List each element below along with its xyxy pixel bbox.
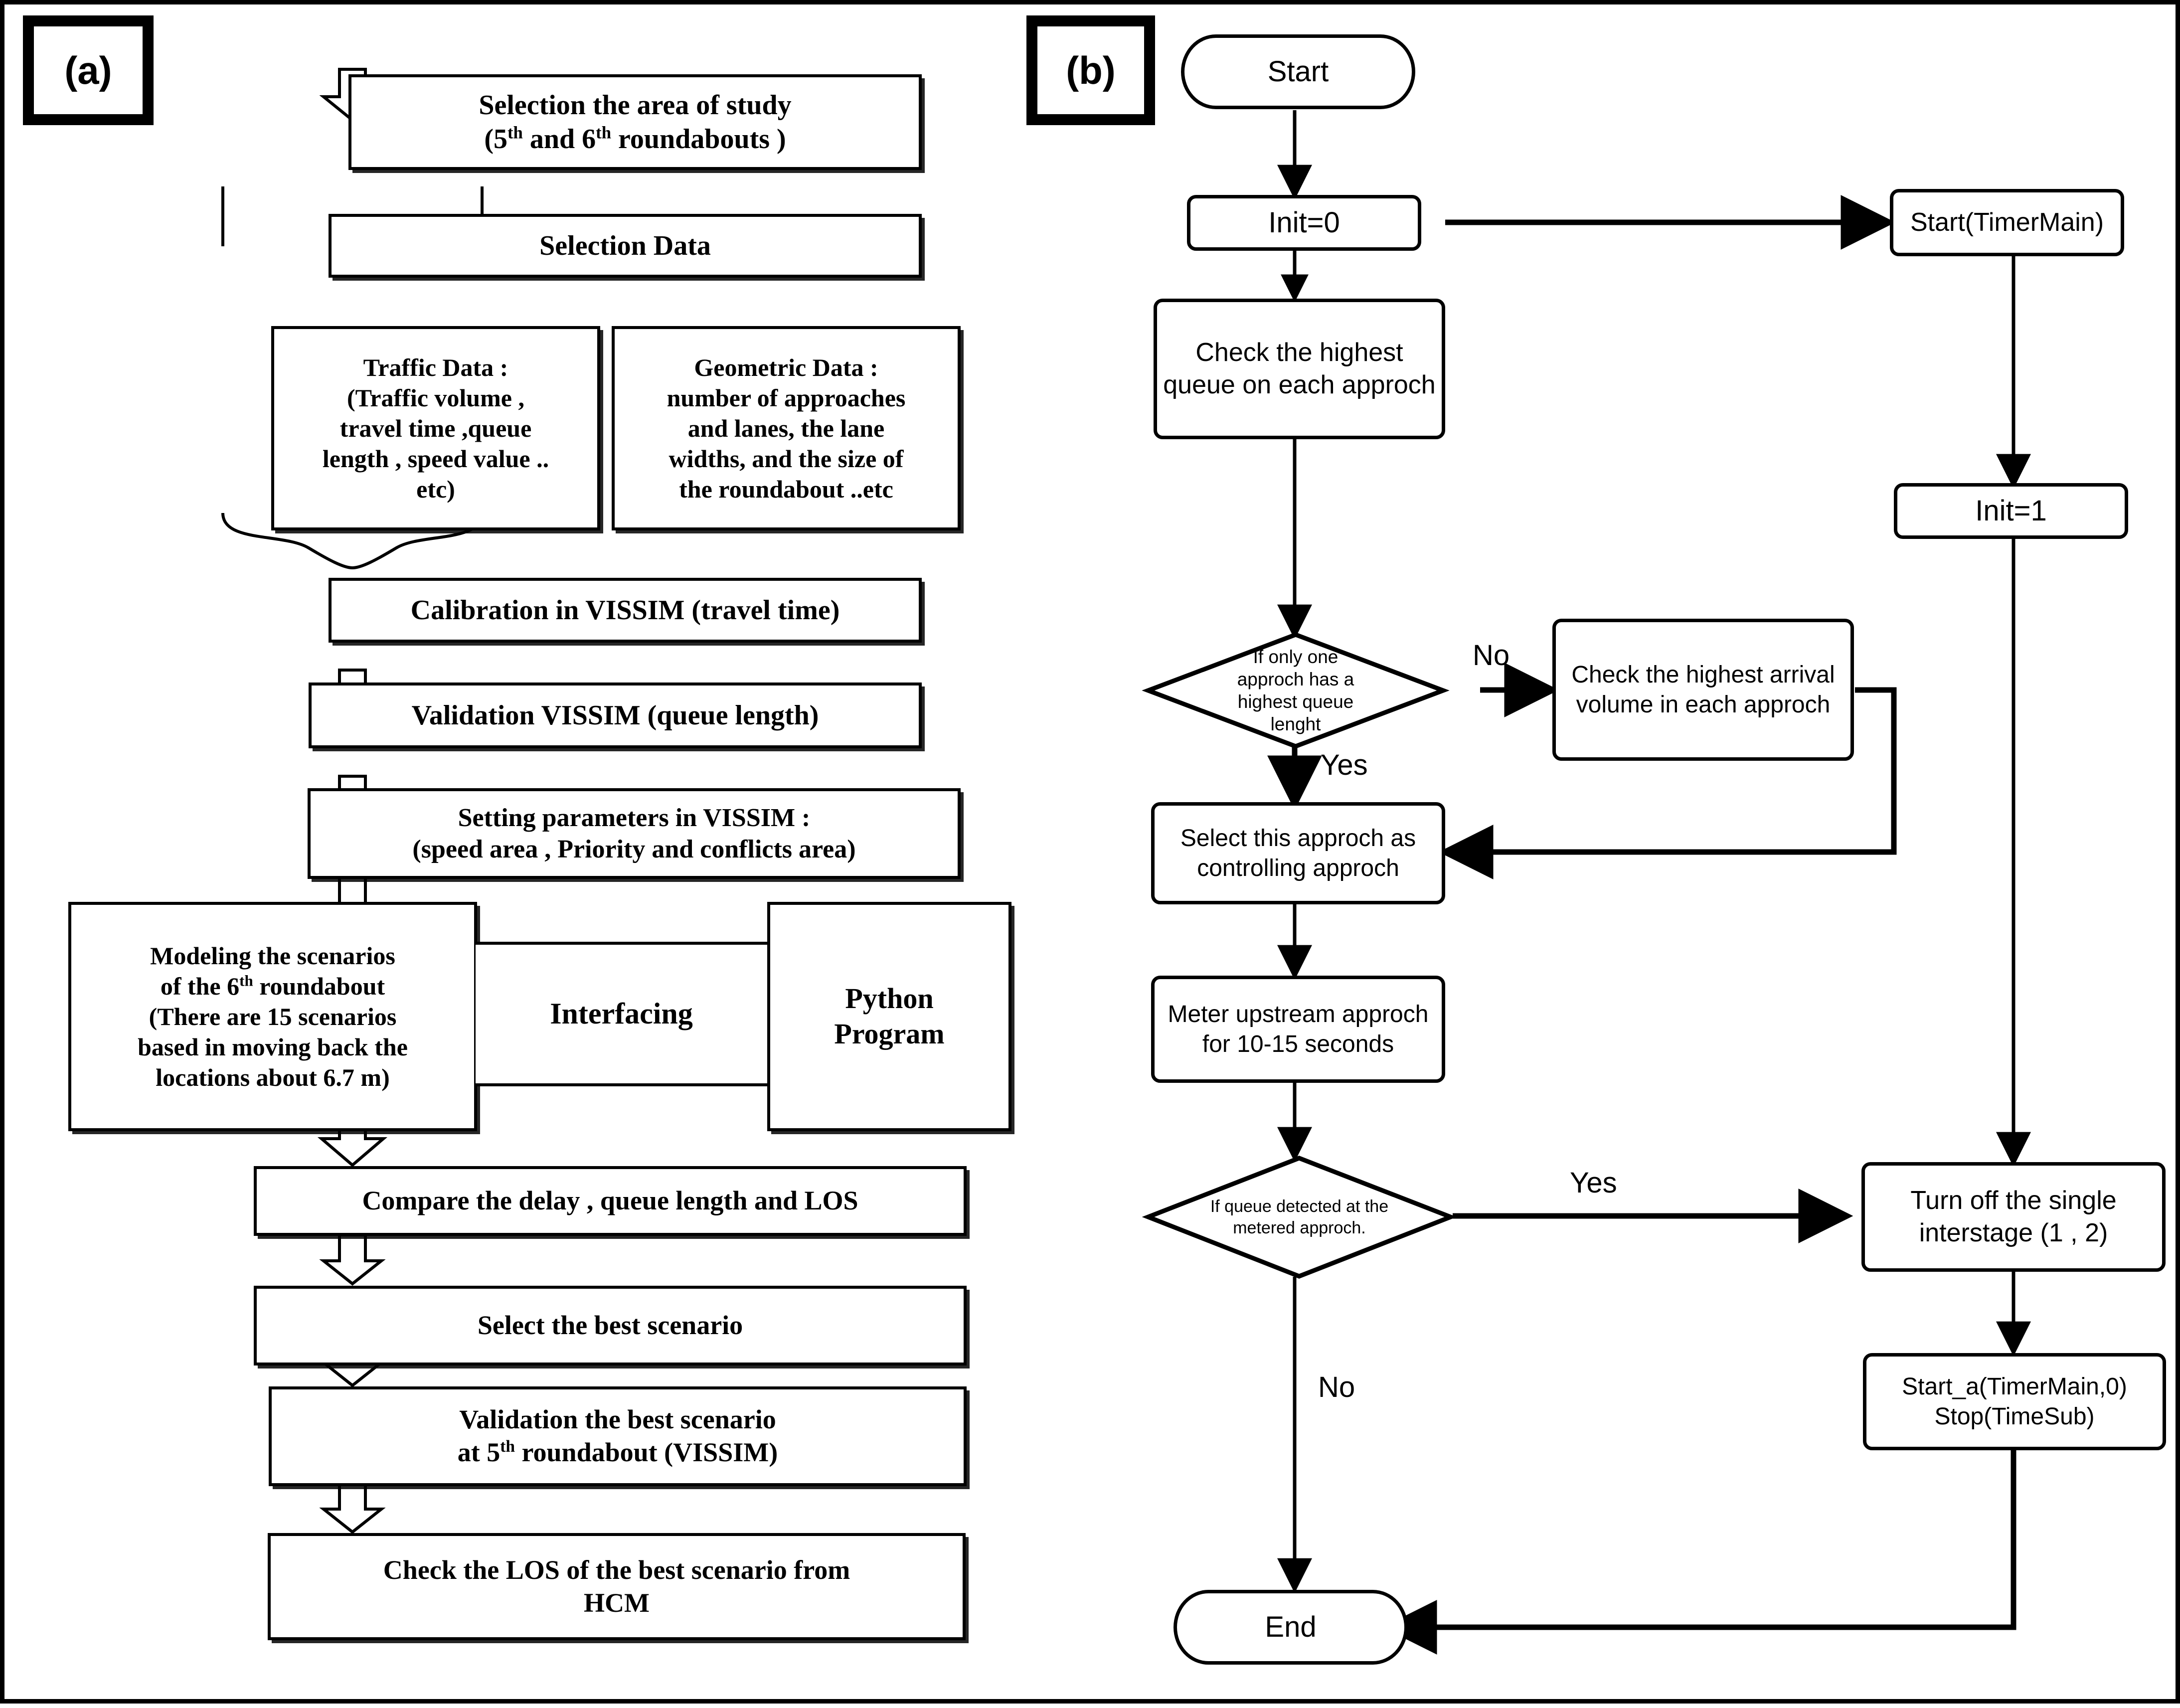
node-python-program: Python Program (767, 902, 1011, 1131)
node-init0: Init=0 (1187, 195, 1421, 251)
node-start-timermain: Start(TimerMain) (1890, 189, 2124, 256)
panel-b-label: (b) (1066, 48, 1116, 92)
node-line: at 5th roundabout (VISSIM) (457, 1437, 778, 1467)
node-turn-off-interstage: Turn off the single interstage (1 , 2) (1861, 1162, 2166, 1272)
diamond-shape (1142, 632, 1450, 749)
node-geometric-data: Geometric Data : number of approaches an… (612, 326, 961, 530)
node-line: Interfacing (550, 997, 693, 1030)
node-line: Geometric Data : (694, 353, 878, 381)
node-line: approch has a (1237, 669, 1354, 689)
node-line: (speed area , Priority and conflicts are… (412, 835, 856, 863)
node-line: on each approch (1242, 370, 1436, 399)
node-validation: Validation VISSIM (queue length) (309, 683, 922, 748)
node-line: Setting parameters in VISSIM : (458, 803, 811, 832)
node-line: Selection Data (539, 230, 711, 261)
node-line: metered approch. (1233, 1218, 1366, 1237)
node-line: Start(TimerMain) (1910, 208, 2104, 237)
node-line: travel time ,queue (339, 414, 532, 442)
node-interfacing: Interfacing (476, 942, 767, 1086)
node-line: Start_a(TimerMain,0) (1902, 1373, 2127, 1400)
node-init1: Init=1 (1894, 483, 2128, 539)
node-line: HCM (584, 1587, 650, 1618)
node-decision-queue-metered: If queue detected at the metered approch… (1142, 1156, 1457, 1279)
node-check-los-hcm: Check the LOS of the best scenario from … (268, 1533, 966, 1640)
node-line: Init=0 (1268, 206, 1340, 239)
node-line: Calibration in VISSIM (travel time) (410, 594, 840, 626)
node-line: If only one (1253, 646, 1339, 667)
node-selection-area: Selection the area of study (5th and 6th… (348, 74, 922, 170)
panel-a-badge: (a) (23, 15, 154, 125)
node-calibration: Calibration in VISSIM (travel time) (329, 578, 922, 643)
edge-label-yes-metered: Yes (1570, 1167, 1617, 1199)
node-line: If queue detected at the (1210, 1197, 1389, 1216)
node-line: of the 6th roundabout (160, 971, 385, 1000)
node-line: for 10-15 seconds (1202, 1030, 1394, 1057)
node-line: (5th and 6th roundabouts ) (484, 123, 786, 155)
edge-label-no-queue: No (1473, 639, 1510, 672)
node-line: highest queue (1237, 691, 1354, 712)
node-line: Check the highest arrival (1571, 661, 1835, 688)
node-end: End (1174, 1590, 1408, 1665)
node-line: interstage (1 , 2) (1919, 1218, 2108, 1247)
node-meter-upstream: Meter upstream approch for 10-15 seconds (1151, 976, 1445, 1083)
node-line: (There are 15 scenarios (149, 1002, 397, 1030)
edge-label-yes-queue: Yes (1321, 749, 1368, 781)
node-line: Turn off the single (1910, 1186, 2117, 1215)
node-line: Python (845, 982, 934, 1015)
node-select-controlling-approch: Select this approch as controlling appro… (1151, 802, 1445, 904)
node-line: Traffic Data : (363, 353, 508, 381)
node-line: Selection the area of study (479, 89, 792, 121)
node-line: Select the best scenario (477, 1310, 743, 1341)
node-line: Validation the best scenario (459, 1404, 776, 1435)
node-line: Modeling the scenarios (150, 941, 395, 970)
node-line: length , speed value .. (322, 444, 549, 473)
node-line: Select this approch as (1180, 825, 1416, 852)
node-modeling-scenarios: Modeling the scenarios of the 6th rounda… (68, 902, 477, 1131)
node-line: and lanes, the lane (687, 414, 885, 442)
node-line: etc) (416, 475, 455, 503)
node-start: Start (1181, 34, 1415, 109)
node-line: Init=1 (1975, 494, 2047, 527)
node-line: Compare the delay , queue length and LOS (362, 1186, 858, 1216)
node-line: based in moving back the (138, 1032, 408, 1061)
diamond-shape (1142, 1156, 1457, 1279)
node-check-highest-queue: Check the highest queue on each approch (1154, 299, 1445, 439)
node-line: Program (834, 1018, 945, 1050)
node-line: number of approaches (667, 383, 906, 412)
node-line: lenght (1270, 714, 1321, 735)
node-line: Meter upstream approch (1168, 1001, 1429, 1027)
node-line: Check the LOS of the best scenario from (383, 1554, 850, 1585)
node-line: Check the highest queue (1163, 338, 1403, 399)
node-line: the roundabout ..etc (679, 475, 893, 503)
node-line: Stop(TimeSub) (1934, 1403, 2095, 1430)
panel-a-label: (a) (64, 48, 112, 92)
node-traffic-data: Traffic Data : (Traffic volume , travel … (271, 326, 600, 530)
node-selection-data: Selection Data (329, 214, 922, 278)
panel-b-badge: (b) (1026, 15, 1155, 125)
node-start-a-stop: Start_a(TimerMain,0) Stop(TimeSub) (1863, 1353, 2166, 1450)
node-compare-delay: Compare the delay , queue length and LOS (254, 1166, 967, 1236)
edge-label-no-metered: No (1318, 1371, 1355, 1403)
node-select-best-scenario: Select the best scenario (254, 1286, 967, 1366)
node-line: Validation VISSIM (queue length) (411, 699, 819, 731)
node-line: (Traffic volume , (347, 383, 524, 412)
node-line: controlling approch (1197, 854, 1399, 881)
node-validate-best-scenario: Validation the best scenario at 5th roun… (269, 1386, 967, 1486)
node-setting-params: Setting parameters in VISSIM : (speed ar… (308, 788, 961, 879)
node-line: End (1265, 1610, 1317, 1643)
node-line: Start (1267, 55, 1329, 88)
node-line: volume in each approch (1576, 691, 1831, 718)
node-line: widths, and the size of (669, 444, 904, 473)
node-check-highest-arrival: Check the highest arrival volume in each… (1552, 619, 1854, 761)
node-line: locations about 6.7 m) (156, 1063, 390, 1091)
node-decision-highest-queue: If only one approch has a highest queue … (1142, 632, 1450, 749)
